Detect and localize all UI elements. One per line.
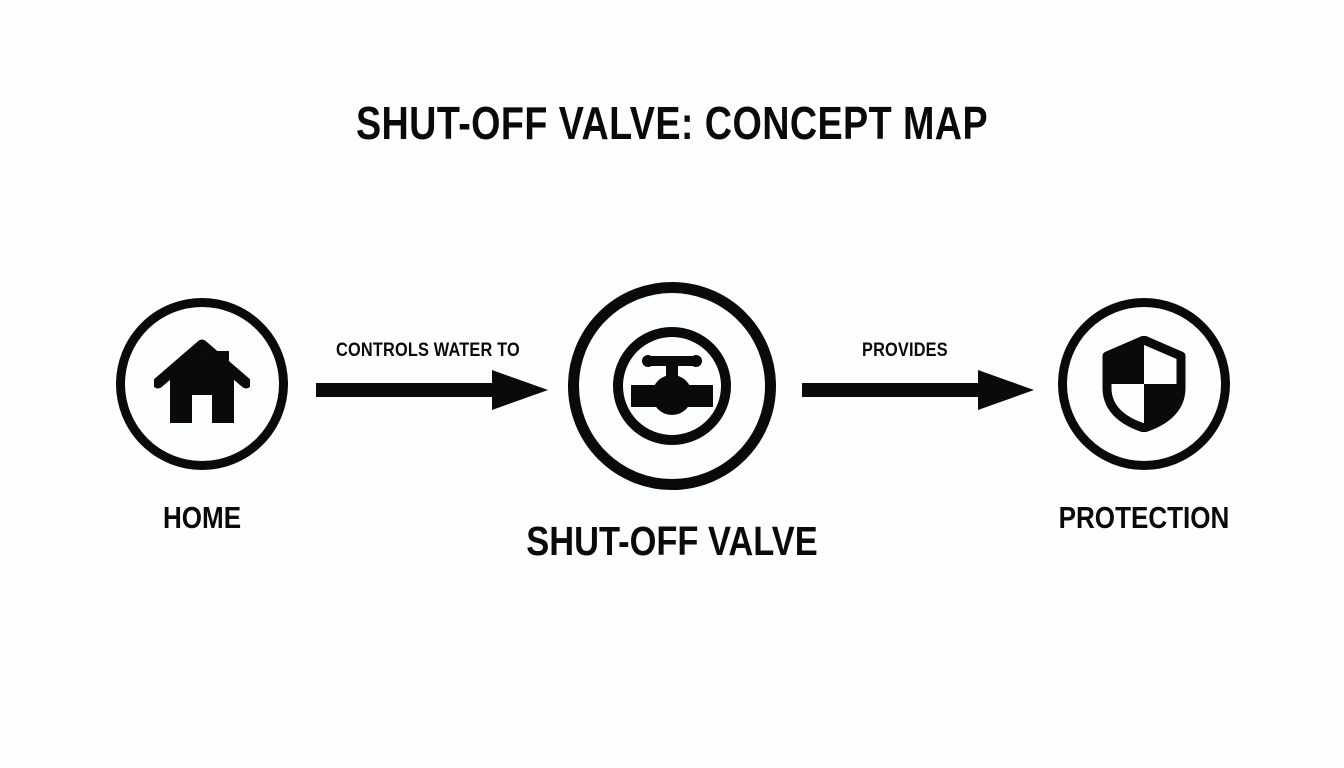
node-protection[interactable] xyxy=(1058,298,1230,470)
edge-label-provides: PROVIDES xyxy=(862,340,948,361)
page-title: SHUT-OFF VALVE: CONCEPT MAP xyxy=(355,97,989,149)
node-shut-off-valve[interactable] xyxy=(568,282,776,490)
node-shut-off-valve-label: SHUT-OFF VALVE xyxy=(526,518,818,564)
house-icon xyxy=(154,339,250,429)
node-home[interactable] xyxy=(116,298,288,470)
node-protection-label: PROTECTION xyxy=(1058,500,1230,535)
valve-faucet-icon xyxy=(629,351,715,421)
edge-label-controls-water-to: CONTROLS WATER TO xyxy=(336,340,520,361)
valve-inner-ring xyxy=(613,327,731,445)
edge-arrow-valve-to-protection xyxy=(802,370,1034,410)
edge-arrow-home-to-valve xyxy=(316,370,548,410)
node-home-label: HOME xyxy=(162,500,242,535)
shield-icon xyxy=(1101,336,1187,432)
